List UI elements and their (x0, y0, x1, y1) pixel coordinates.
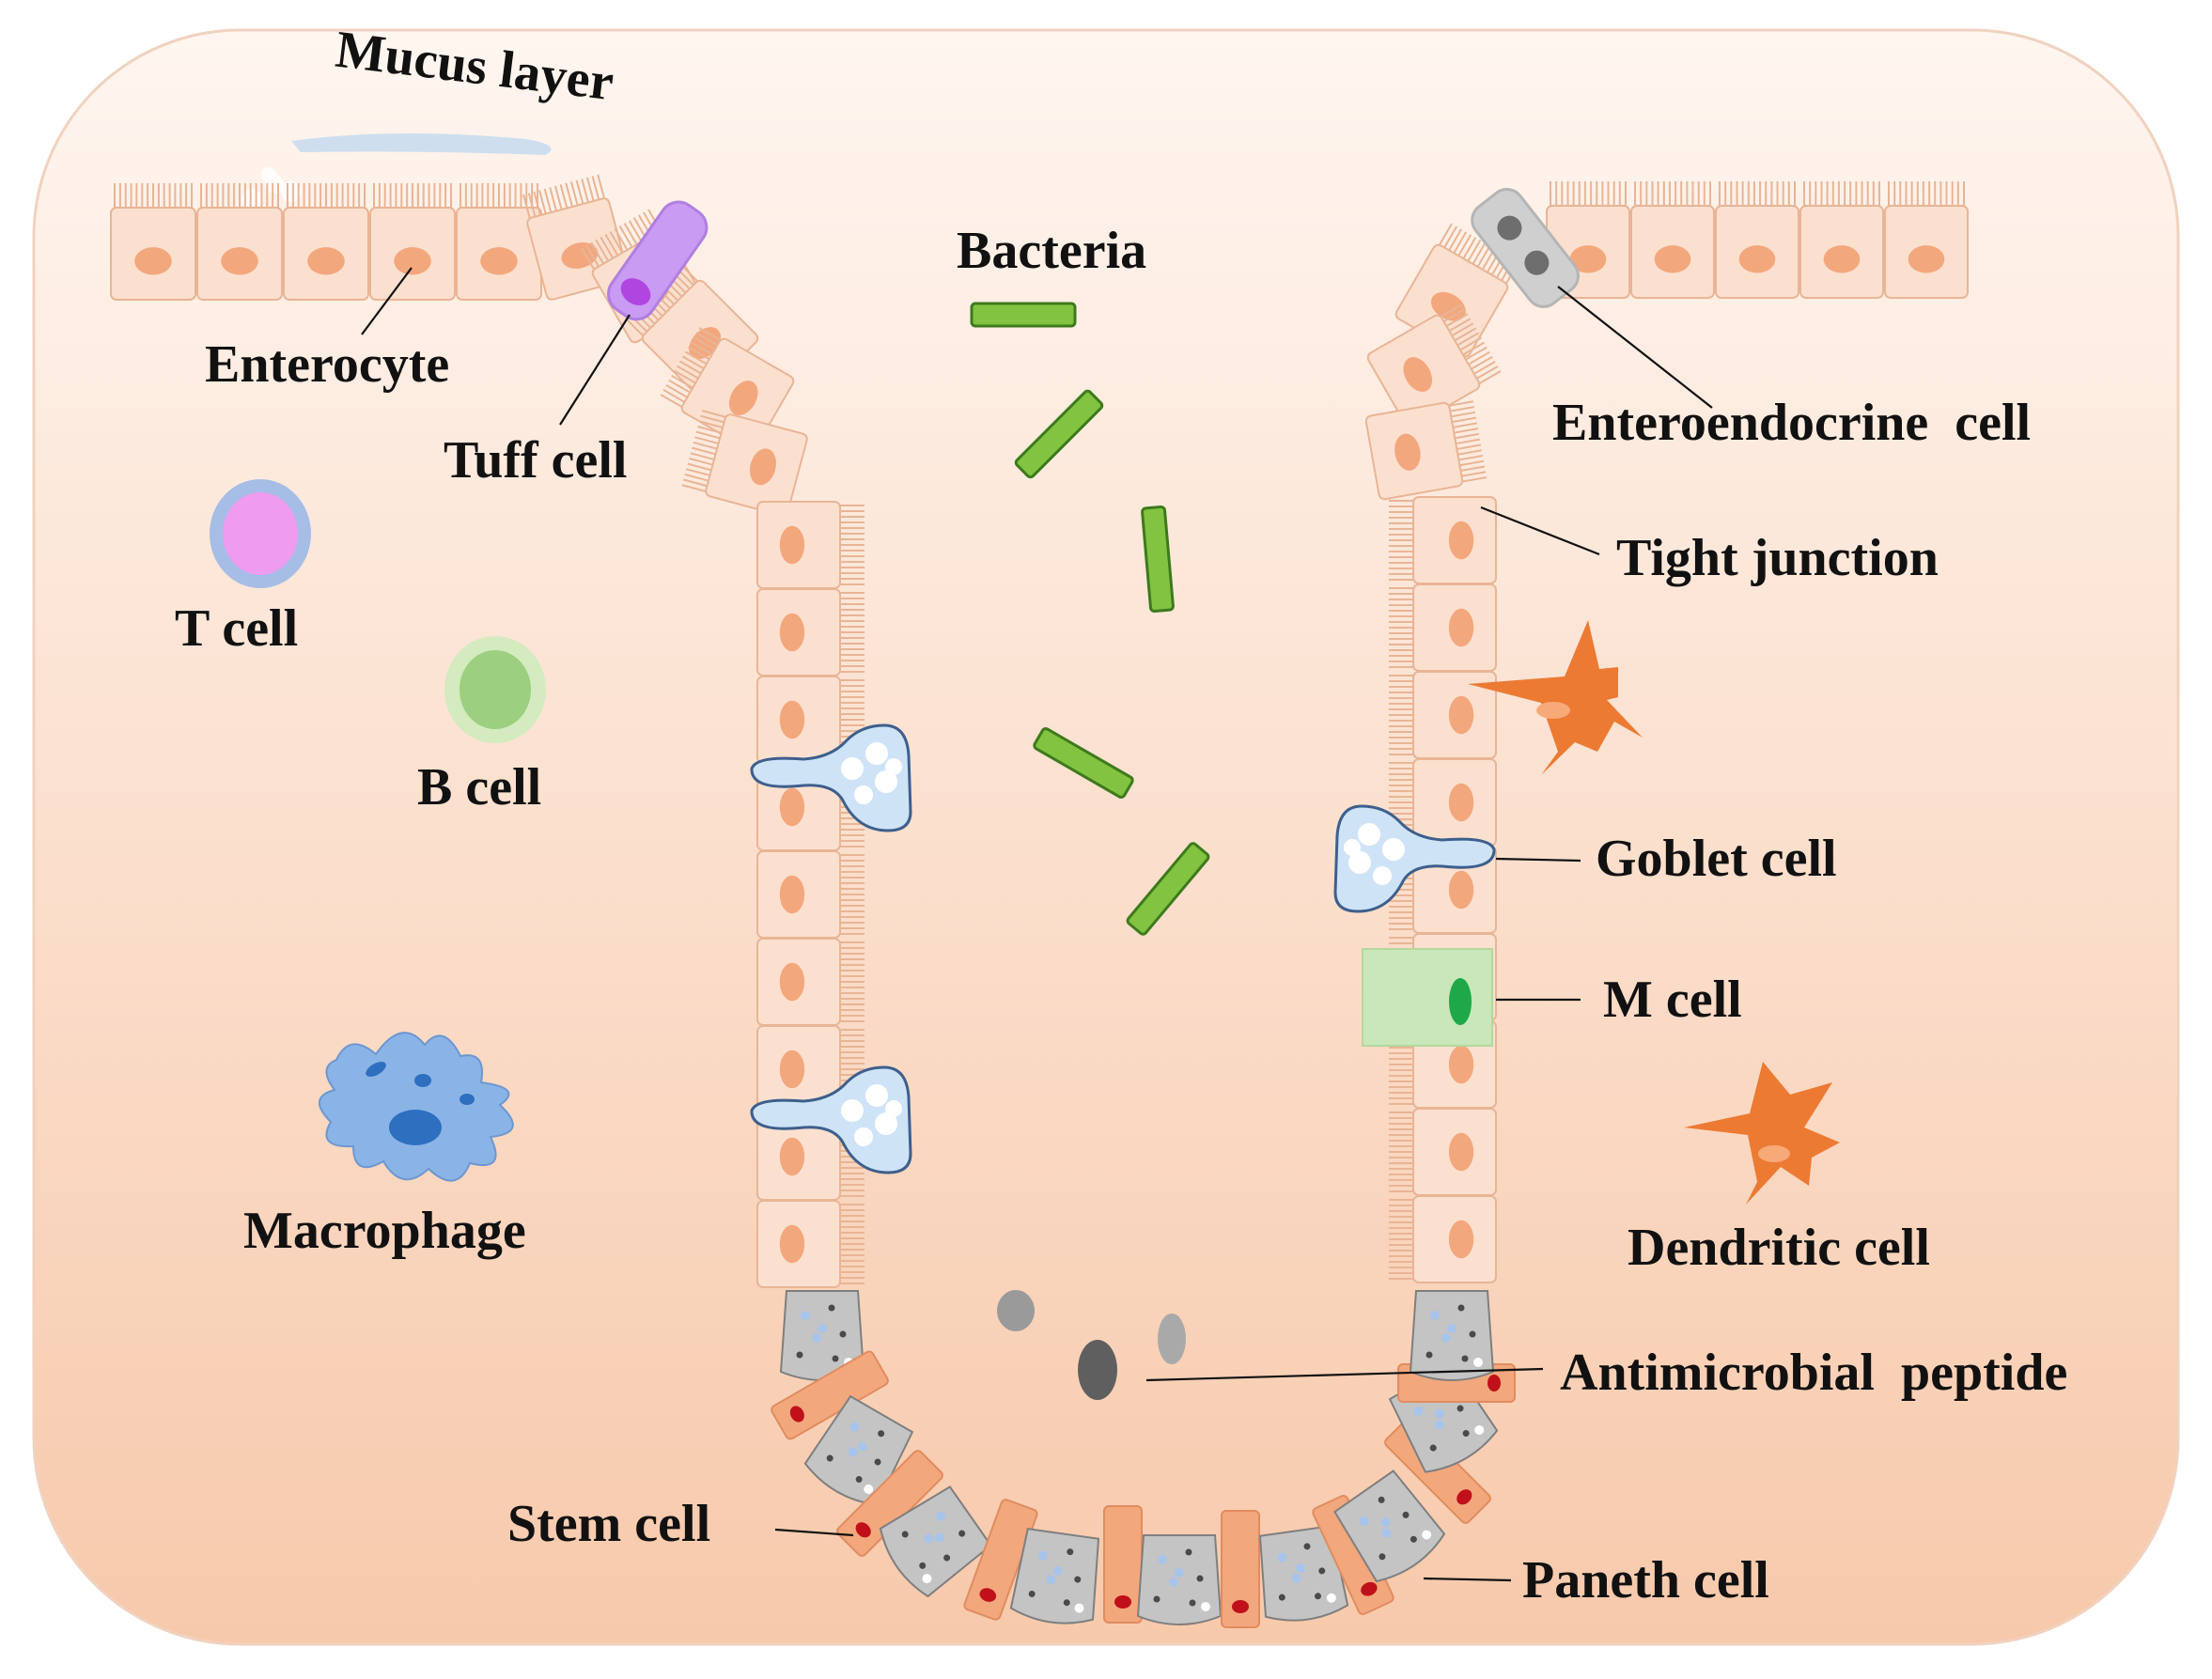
enterocyte (756, 588, 865, 676)
paneth-cell (879, 1485, 992, 1598)
macrophage (319, 1032, 514, 1182)
goblet-cell-right (1333, 804, 1496, 913)
enterocyte (1799, 181, 1884, 299)
label-bacteria: Bacteria (957, 222, 1146, 280)
paneth-cell (1258, 1525, 1349, 1622)
t-cell (210, 479, 311, 588)
stem-cell (1103, 1505, 1143, 1624)
crypt-base (771, 1290, 1516, 1628)
bacterium (1126, 842, 1210, 936)
enterocyte (1389, 1108, 1497, 1196)
label-macrophage: Macrophage (243, 1202, 526, 1260)
goblet-cell-left-lower (750, 1065, 912, 1174)
bacterium (1014, 389, 1104, 479)
label-paneth-cell: Paneth cell (1522, 1551, 1769, 1609)
enterocyte (660, 327, 795, 452)
enterocyte (1715, 181, 1799, 299)
background-panel (32, 28, 2180, 1646)
enterocyte (756, 938, 865, 1026)
label-m-cell: M cell (1603, 971, 1742, 1029)
b-cell (444, 636, 546, 743)
label-t-cell: T cell (175, 599, 298, 658)
label-goblet-cell: Goblet cell (1596, 830, 1837, 888)
leader-lines (361, 267, 1713, 1582)
label-stem-cell: Stem cell (507, 1495, 710, 1553)
bacteria-group (970, 302, 1210, 936)
enterocyte (1389, 671, 1497, 759)
enterocyte (1389, 583, 1497, 672)
enterocyte (756, 501, 865, 589)
enterocyte (756, 1200, 865, 1288)
m-cell (1362, 948, 1493, 1047)
enterocyte (1364, 400, 1488, 501)
enterocyte (1389, 846, 1497, 934)
enteroendocrine-cell (1471, 188, 1580, 308)
bacterium (1033, 727, 1134, 799)
paneth-cell (1009, 1528, 1100, 1625)
enterocyte (1366, 303, 1502, 428)
enterocyte (1389, 1195, 1497, 1283)
label-enterocyte: Enterocyte (205, 335, 449, 394)
stem-cell (1221, 1510, 1260, 1628)
enterocyte (1884, 181, 1969, 299)
mucus-layer (291, 132, 552, 155)
enterocyte (283, 183, 369, 301)
enterocyte (369, 183, 456, 301)
paneth-cell (1136, 1534, 1223, 1625)
paneth-cell (1333, 1469, 1446, 1583)
label-tuff-cell: Tuff cell (444, 431, 627, 490)
epithelium (110, 174, 1969, 1288)
label-tight-junction: Tight junction (1616, 529, 1939, 587)
enterocyte (110, 183, 196, 301)
enterocyte (1630, 181, 1715, 299)
bacterium (1141, 505, 1175, 614)
enterocyte (756, 850, 865, 939)
label-enteroendocrine-cell: Enteroendocrine cell (1552, 394, 2031, 452)
enterocyte (681, 410, 808, 517)
enterocyte (196, 183, 283, 301)
stem-cell (963, 1499, 1038, 1621)
goblet-cell-left-upper (750, 723, 912, 832)
stem-cell (1312, 1495, 1394, 1615)
label-b-cell: B cell (417, 758, 541, 816)
enterocyte (1389, 496, 1497, 584)
enterocyte (756, 676, 865, 764)
paneth-cell (803, 1394, 914, 1506)
paneth-cell (1409, 1290, 1495, 1381)
label-dendritic-cell: Dendritic cell (1628, 1219, 1930, 1277)
dendritic-cell-upper (1468, 620, 1643, 775)
bacterium (970, 302, 1077, 328)
antimicrobial-peptides (997, 1290, 1186, 1400)
dendritic-cell-lower (1684, 1062, 1840, 1205)
label-antimicrobial-peptide: Antimicrobial peptide (1560, 1344, 2067, 1402)
tuft-cell (607, 200, 709, 321)
